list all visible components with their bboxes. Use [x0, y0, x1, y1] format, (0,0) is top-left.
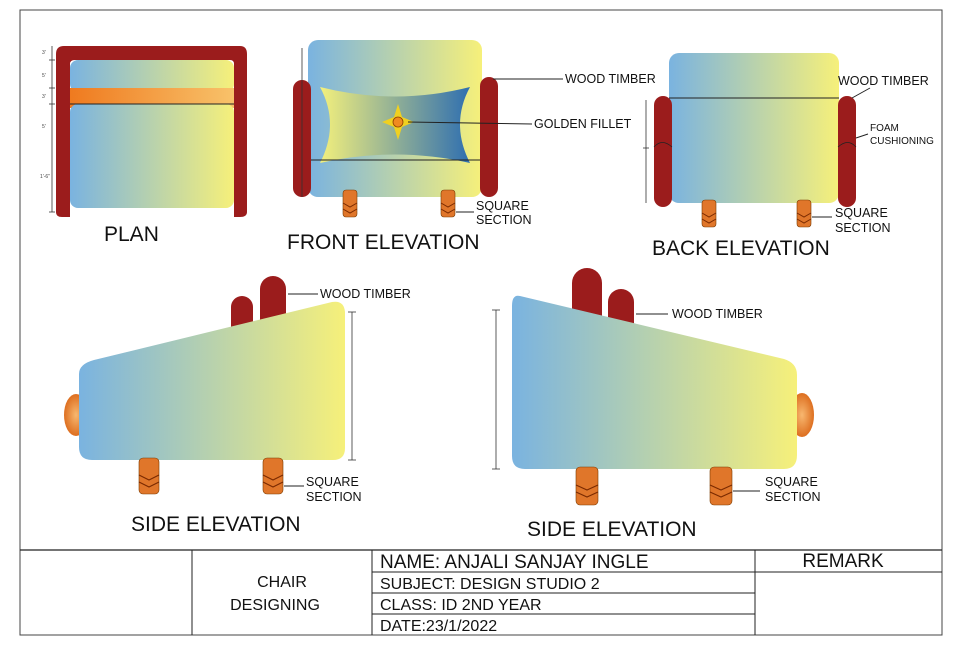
- side-left-section-label: SECTION: [306, 490, 362, 504]
- golden-fillet-leader: [407, 121, 533, 125]
- back-square-label: SQUARE: [835, 206, 888, 220]
- side-elevation-left-title: SIDE ELEVATION: [131, 513, 301, 536]
- front-wood-timber-label: WOOD TIMBER: [565, 72, 656, 86]
- remark-header: REMARK: [802, 551, 884, 572]
- plan-title: PLAN: [104, 223, 159, 246]
- back-elevation-title: BACK ELEVATION: [652, 237, 830, 260]
- back-backrest: [669, 53, 839, 203]
- back-right-timber: [838, 96, 856, 207]
- plan-dim-4: 5': [42, 124, 46, 130]
- side-elevation-right-title: SIDE ELEVATION: [527, 518, 697, 541]
- student-name: NAME: ANJALI SANJAY INGLE: [380, 552, 649, 573]
- date-field: DATE:23/1/2022: [380, 618, 497, 635]
- plan-dim-3: 3': [42, 94, 46, 100]
- plan-cushion-band: [70, 88, 234, 108]
- back-wood-timber-leader: [851, 87, 871, 99]
- sheet-border: [19, 9, 943, 636]
- cushioning-label: CUSHIONING: [870, 136, 934, 147]
- back-section-label: SECTION: [835, 221, 891, 235]
- side-right-square-label: SQUARE: [765, 475, 818, 489]
- foam-label: FOAM: [870, 123, 899, 134]
- front-right-arm-timber: [480, 77, 498, 197]
- back-wood-timber-label: WOOD TIMBER: [838, 74, 929, 88]
- back-leg-left: [701, 199, 717, 228]
- side-left-body: [79, 301, 345, 460]
- golden-fillet-knob: [392, 116, 404, 128]
- side-elevation-left-view: WOOD TIMBER SQUARE SECTION SIDE ELEVATIO…: [64, 276, 411, 536]
- back-left-timber: [654, 96, 672, 207]
- foam-leader: [855, 133, 869, 139]
- side-left-square-label: SQUARE: [306, 475, 359, 489]
- side-right-section-label: SECTION: [765, 490, 821, 504]
- class-field: CLASS: ID 2ND YEAR: [380, 597, 542, 614]
- back-leg-right: [796, 199, 812, 228]
- side-left-leg-front: [138, 457, 160, 495]
- side-left-wood-timber-label: WOOD TIMBER: [320, 287, 411, 301]
- front-elevation-title: FRONT ELEVATION: [287, 231, 480, 254]
- project-title-line-1: CHAIR: [257, 574, 307, 591]
- golden-fillet-label: GOLDEN FILLET: [534, 117, 632, 131]
- project-title-line-2: DESIGNING: [230, 597, 320, 614]
- plan-view: 3' 5' 3' 5' 1'-6" PLAN: [40, 46, 247, 246]
- plan-seat: [70, 104, 234, 208]
- side-elevation-right-view: WOOD TIMBER SQUARE SECTION SIDE ELEVATIO…: [492, 268, 821, 541]
- plan-dim-2: 5': [42, 73, 46, 79]
- front-square-label: SQUARE: [476, 199, 529, 213]
- plan-dim-1: 3': [42, 50, 46, 56]
- side-right-leg-front: [575, 466, 599, 506]
- side-right-body: [512, 295, 797, 469]
- front-leg-left: [342, 189, 358, 218]
- front-section-label: SECTION: [476, 213, 532, 227]
- subject-field: SUBJECT: DESIGN STUDIO 2: [380, 576, 600, 593]
- plan-dim-5: 1'-6": [40, 174, 50, 180]
- front-elevation-view: WOOD TIMBER GOLDEN FILLET SQUARE SECTION…: [287, 40, 656, 254]
- back-elevation-view: WOOD TIMBER FOAM CUSHIONING SQUARE SECTI…: [643, 53, 934, 260]
- side-left-leg-back: [262, 457, 284, 495]
- side-right-wood-timber-label: WOOD TIMBER: [672, 307, 763, 321]
- side-right-leg-back: [709, 466, 733, 506]
- title-block: CHAIR DESIGNING NAME: ANJALI SANJAY INGL…: [20, 549, 942, 635]
- plan-backrest: [70, 60, 234, 92]
- front-leg-right: [440, 189, 456, 218]
